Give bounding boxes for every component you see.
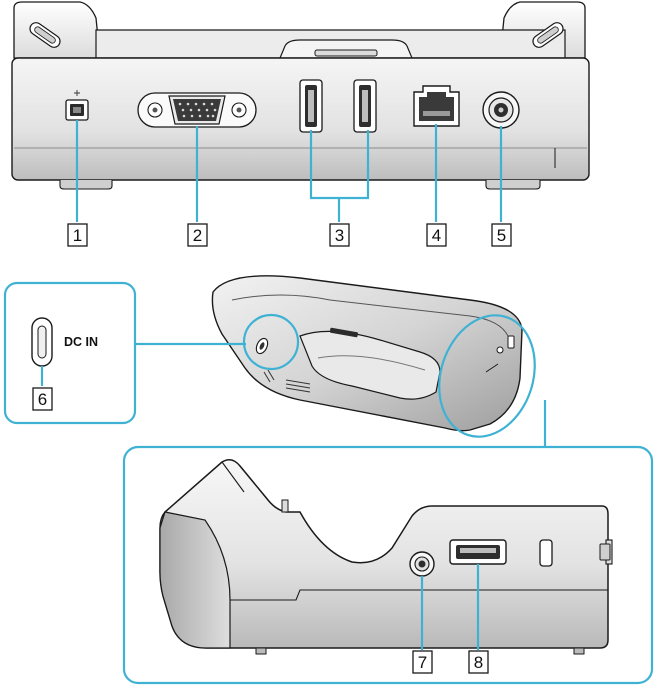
dc-in-highlight-circle: [242, 313, 300, 371]
rear-top-slot: [314, 49, 378, 57]
rear-left-wing: [13, 1, 101, 59]
perspective-view: [211, 275, 523, 432]
dc-in-inset: DC IN 6: [3, 281, 246, 425]
right-wing-slot: [532, 22, 564, 48]
callout-2-label: 2: [193, 226, 202, 245]
side-usb-port: [449, 539, 507, 565]
callout-3-label: 3: [335, 226, 344, 245]
dc-in-label: DC IN: [64, 335, 98, 349]
callout-4: 4: [426, 223, 447, 247]
perspective-dc-in-port: [255, 337, 269, 355]
callout-7-label: 7: [418, 653, 427, 672]
left-wing-slot: [29, 22, 61, 48]
callout-1-label: 1: [73, 226, 82, 245]
rear-dc-in-port: [482, 91, 520, 129]
ilink-port: [65, 90, 89, 121]
dock-vents: [263, 369, 311, 393]
rear-leader-lines: [75, 120, 503, 222]
callout-4-label: 4: [432, 226, 441, 245]
side-view-inset: 7 8: [122, 400, 654, 685]
callout-2: 2: [187, 223, 208, 247]
callout-6-label: 6: [38, 390, 47, 409]
rear-view: [11, 1, 590, 222]
callout-6: 6: [32, 387, 53, 411]
usb-ports: [299, 79, 377, 133]
side-ports-highlight: [438, 314, 536, 438]
callout-5-label: 5: [497, 226, 506, 245]
security-slot: [539, 539, 553, 567]
callout-7: 7: [412, 650, 433, 674]
headphone-jack: [409, 551, 435, 577]
callout-8: 8: [468, 650, 489, 674]
callout-8-label: 8: [474, 653, 483, 672]
callout-1: 1: [67, 223, 88, 247]
callout-5: 5: [491, 223, 512, 247]
monitor-port: [137, 92, 257, 128]
side-wedge: [159, 511, 231, 649]
rear-top-hump: [279, 39, 413, 59]
network-port: [413, 85, 460, 127]
callout-3: 3: [329, 223, 350, 247]
